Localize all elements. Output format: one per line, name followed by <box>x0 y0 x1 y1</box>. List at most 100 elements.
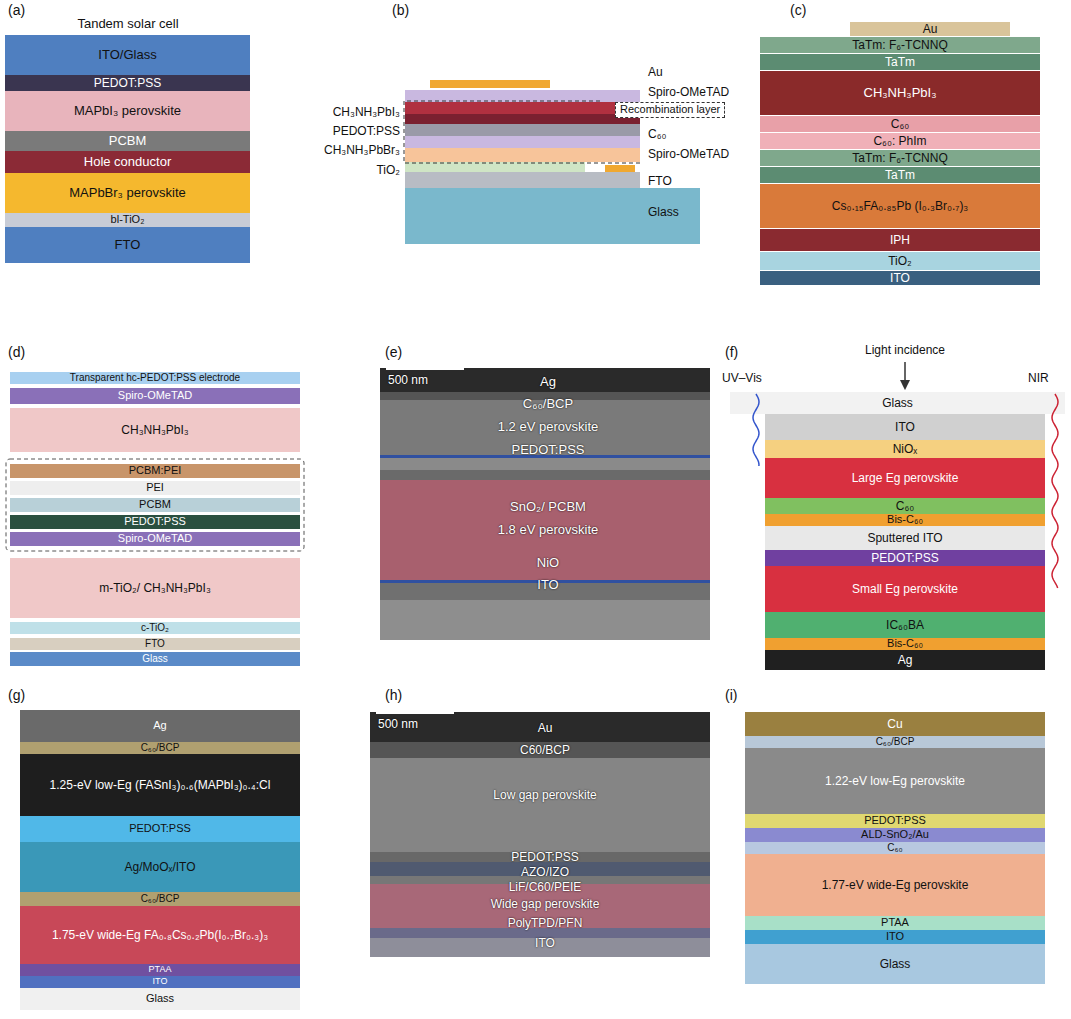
layer-band: ALD-SnO₂/Au <box>745 828 1045 842</box>
layer-band: C₆₀ <box>405 114 640 124</box>
layer-band: Au <box>850 22 1010 36</box>
sem-band <box>380 458 710 470</box>
layer-label: C₆₀ <box>896 500 915 513</box>
layer-band: Ag <box>20 710 300 742</box>
sem-band <box>370 712 710 742</box>
sem-band <box>370 758 710 852</box>
layer-label: PCBM:PEI <box>129 465 182 477</box>
layer-band: Sputtered ITO <box>765 526 1045 550</box>
layer-label: Au <box>923 23 938 36</box>
layer-label: Small Eg perovskite <box>852 583 958 596</box>
image-annotation: PEDOT:PSS <box>511 851 578 864</box>
panel-label: Tandem solar cell <box>77 17 178 31</box>
layer-label: PEDOT:PSS <box>129 823 191 835</box>
image-annotation: 500 nm <box>378 718 418 731</box>
layer-band: 1.22-eV low-Eg perovskite <box>745 748 1045 814</box>
layer-band: PEDOT:PSS <box>5 75 250 91</box>
layer-label: ITO <box>890 272 910 285</box>
layer-label: 1.25-eV low-Eg (FASnI₃)₀.₆(MAPbI₃)₀.₄:Cl <box>50 779 271 792</box>
image-annotation: Low gap perovskite <box>493 789 596 802</box>
layer-label: C₆₀/BCP <box>876 737 915 748</box>
layer-band: CH₃NH₃PbI₃ <box>405 102 640 114</box>
layer-label: PEDOT:PSS <box>333 125 400 138</box>
panel-label: (h) <box>385 688 402 703</box>
layer-band: PEDOT:PSS <box>745 814 1045 828</box>
layer-band: FTO <box>10 638 300 650</box>
layer-label: Spiro-OMeTAD <box>648 86 729 99</box>
layer-label: FTO <box>648 175 672 188</box>
image-annotation: LiF/C60/PEIE <box>509 881 582 894</box>
layer-band: 1.77-eV wide-Eg perovskite <box>745 854 1045 916</box>
layer-band: ITO <box>765 414 1045 440</box>
panel-label: (c) <box>790 3 806 18</box>
layer-label: Transparent hc-PEDOT:PSS electrode <box>70 373 240 384</box>
layer-band: bl-TiO₂ <box>5 213 250 227</box>
layer-band: PEDOT:PSS <box>20 816 300 842</box>
layer-label: Spiro-OMeTAD <box>648 148 729 161</box>
layer-label: TiO₂ <box>376 164 400 177</box>
layer-label: TaTm <box>885 169 915 182</box>
layer-label: ITO <box>895 421 915 434</box>
layer-band: PCBM:PEI <box>10 464 300 478</box>
sem-image <box>370 712 710 957</box>
layer-label: PEDOT:PSS <box>94 77 161 90</box>
layer-band: PEI <box>10 481 300 495</box>
sem-band <box>370 742 710 758</box>
layer-label: Glass <box>142 654 168 665</box>
layer-label: Cu <box>887 718 902 731</box>
layer-label: FTO <box>145 639 165 650</box>
layer-band: TiO₂ <box>760 252 1040 270</box>
layer-band: PEDOT:PSS <box>10 515 300 529</box>
layer-label: PTAA <box>149 965 172 974</box>
layer-band: TiO₂ <box>405 162 585 172</box>
layer-label: ITO <box>153 977 168 986</box>
image-annotation: C60/BCP <box>520 744 570 757</box>
layer-label: PEDOT:PSS <box>871 552 938 565</box>
uv-ray <box>753 394 759 466</box>
panel-label: (a) <box>8 3 25 18</box>
scale-bar <box>376 711 454 714</box>
layer-band: Bis-C₆₀ <box>765 638 1045 650</box>
panel-label: (g) <box>8 688 25 703</box>
layer-band: ITO <box>760 271 1040 285</box>
panel-label: (f) <box>725 345 738 360</box>
layer-band: Glass <box>405 188 700 244</box>
layer-label: MAPbBr₃ perovskite <box>69 186 186 200</box>
layer-band: PCBM <box>5 131 250 151</box>
layer-label: C₆₀/BCP <box>141 743 180 754</box>
layer-band: MAPbBr₃ perovskite <box>5 173 250 213</box>
layer-label: IC₆₀BA <box>886 619 924 632</box>
layer-label: Large Eg perovskite <box>852 472 959 485</box>
sem-band <box>380 480 710 580</box>
image-annotation: ITO <box>535 937 555 950</box>
layer-band: TaTm: F₆-TCNNQ <box>760 37 1040 53</box>
layer-band: C₆₀/BCP <box>20 742 300 754</box>
layer-label: TiO₂ <box>888 255 912 268</box>
layer-band: Ag <box>765 650 1045 670</box>
layer-label: Ag <box>153 720 166 732</box>
panel-label: (d) <box>8 345 25 360</box>
layer-band: Spiro-OMeTAD <box>405 90 640 102</box>
layer-label: Glass <box>648 206 679 219</box>
image-annotation: PEDOT:PSS <box>512 443 585 457</box>
layer-label: FTO <box>115 238 141 252</box>
layer-band: 1.75-eV wide-Eg FA₀.₈Cs₀.₂Pb(I₀.₇Br₀.₃)₃ <box>20 906 300 964</box>
layer-band: Glass <box>10 652 300 666</box>
layer-label: C₆₀ <box>891 118 910 131</box>
layer-label: m-TiO₂/ CH₃NH₃PbI₃ <box>99 582 211 595</box>
panel-label: NIR <box>1028 372 1049 385</box>
layer-label: TaTm: F₆-TCNNQ <box>852 39 948 52</box>
layer-label: Ag <box>898 654 913 667</box>
layer-label: CH₃NH₃PbBr₃ <box>324 144 400 157</box>
layer-band: IC₆₀BA <box>765 612 1045 638</box>
layer-band: ITO <box>745 930 1045 944</box>
layer-band: ITO/Glass <box>5 35 250 75</box>
layer-band: PCBM <box>10 498 300 512</box>
sem-band <box>380 600 710 640</box>
image-annotation: 1.8 eV perovskite <box>498 523 598 537</box>
layer-band: Ag/MoOₓ/ITO <box>20 842 300 892</box>
layer-label: 1.22-eV low-Eg perovskite <box>825 775 965 788</box>
layer-label: Sputtered ITO <box>867 532 942 545</box>
layer-band: MAPbI₃ perovskite <box>5 91 250 131</box>
image-annotation: ITO <box>537 578 558 592</box>
